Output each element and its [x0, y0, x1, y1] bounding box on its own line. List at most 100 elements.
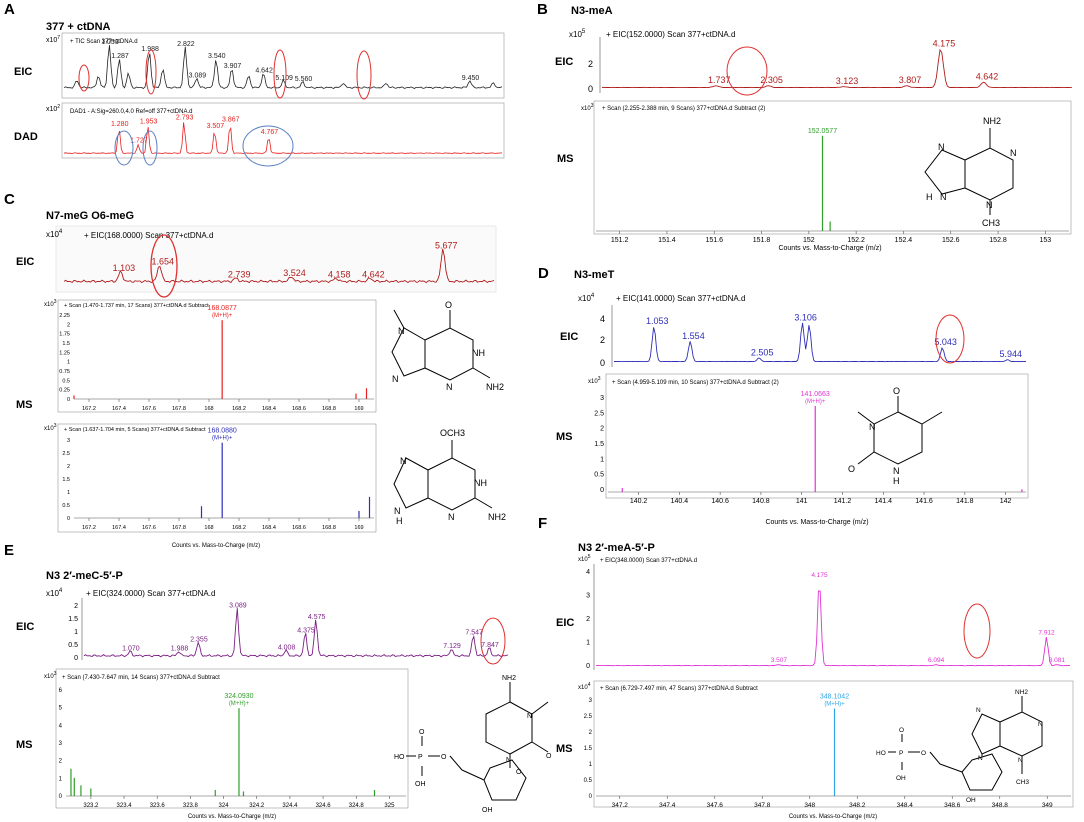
x-tick-label: 167.6	[142, 406, 156, 412]
panel-c-eic-header: + EIC(168.0000) Scan 377+ctDNA.d	[84, 231, 213, 240]
x-tick-label: 141.2	[834, 498, 852, 505]
svg-text:O: O	[921, 750, 926, 757]
x-tick-label: 140.6	[711, 498, 729, 505]
y-tick-label: 0	[74, 655, 78, 662]
peak-label: 7.912	[1038, 629, 1055, 636]
panel-b-ms-header: + Scan (2.255-2.388 min, 9 Scans) 377+ct…	[602, 106, 765, 112]
panel-letter-d: D	[538, 265, 549, 282]
peak-label: 3.867	[222, 117, 240, 124]
peak-label: 3.507	[207, 123, 225, 130]
y-tick-label: 0.25	[59, 388, 70, 394]
panel-f: F N3 2′-meA-5′-P x105 + EIC(348.0000) Sc…	[538, 515, 1074, 820]
panel-d-eic-yticks: 4 2 0	[600, 314, 605, 368]
svg-text:2: 2	[600, 335, 605, 345]
peak-label: 1.727	[130, 138, 148, 145]
highlight-circle	[78, 64, 90, 92]
panel-c-title: N7-meG O6-meG	[46, 210, 134, 222]
x-tick-label: 152.2	[847, 237, 865, 244]
highlight-circle	[356, 50, 372, 100]
peak-label: 3.807	[899, 75, 922, 85]
svg-text:P: P	[899, 750, 903, 757]
peak-label: 1.737	[708, 75, 731, 85]
peak-label: 1.953	[140, 119, 158, 126]
x-tick-label: 140.4	[671, 498, 689, 505]
peak-label: 1.654	[151, 257, 174, 267]
panel-b-ms-label: MS	[557, 153, 574, 165]
x-tick-label: 169	[354, 406, 363, 412]
x-tick-label: 168.2	[232, 406, 246, 412]
panel-b-ms-xlabel: Counts vs. Mass-to-Charge (m/z)	[778, 245, 881, 252]
panel-f-ms-header: + Scan (6.729-7.497 min, 47 Scans) 377+c…	[600, 686, 758, 692]
x-tick-label: 168.6	[292, 406, 306, 412]
peak-label: 3.089	[229, 603, 247, 610]
x-tick-label: 168.8	[322, 525, 336, 531]
y-tick-label: 1.5	[62, 341, 70, 347]
peak-label: 7.547	[465, 630, 483, 637]
x-tick-label: 348.4	[897, 802, 914, 809]
x-tick-label: 168.2	[232, 525, 246, 531]
x-tick-label: 324	[219, 803, 230, 809]
ms-peak-label: 152.0577	[808, 128, 837, 135]
panel-b-eic-label: EIC	[555, 56, 573, 68]
svg-text:N: N	[976, 707, 981, 714]
x-tick-label: 347.8	[754, 802, 771, 809]
peak-label: 7.847	[481, 642, 499, 649]
panel-a-dad-mult: x102	[46, 104, 60, 113]
highlight-circle	[145, 49, 157, 95]
series-line-a-eic	[63, 45, 503, 89]
series-line-f-eic	[595, 590, 1071, 667]
peak-label: 2.355	[190, 636, 208, 643]
x-tick-label: 324.4	[282, 803, 298, 809]
svg-text:OCH3: OCH3	[440, 428, 465, 438]
panel-c-eic-label: EIC	[16, 256, 34, 268]
ms-ion-label: (M+H)+	[212, 313, 233, 319]
peak-label: 5.560	[295, 76, 313, 83]
panel-f-eic-header: + EIC(348.0000) Scan 377+ctDNA.d	[600, 558, 697, 564]
series-line-b-eic	[601, 48, 1073, 89]
x-tick-label: 141.8	[956, 498, 974, 505]
x-tick-label: 151.4	[658, 237, 676, 244]
panel-c-eic-mult: x104	[46, 229, 63, 239]
x-tick-label: 347.6	[707, 802, 724, 809]
svg-text:O: O	[445, 300, 452, 310]
peak-label: 1.988	[171, 645, 189, 652]
x-tick-label: 140.8	[752, 498, 770, 505]
peak-label: 3.540	[208, 53, 226, 60]
peak-label: 2.793	[176, 115, 194, 122]
bars-b-ms: 152.0577	[808, 128, 837, 231]
x-tick-label: 323.4	[117, 803, 133, 809]
x-tick-label: 167.8	[172, 525, 186, 531]
bars-d-ms: 141.0663(M+H)+	[621, 391, 1023, 492]
x-tick-label: 324.8	[349, 803, 365, 809]
structure-n7-meg	[391, 309, 491, 381]
panel-f-title: N3 2′-meA-5′-P	[578, 542, 655, 554]
ms-ion-label: (M+H)+	[212, 436, 233, 442]
x-tick-label: 151.2	[611, 237, 629, 244]
y-tick-label: 2	[600, 426, 604, 433]
peak-label: 5.677	[435, 240, 458, 250]
y-tick-label: 1.5	[62, 477, 70, 483]
x-tick-label: 348.8	[992, 802, 1009, 809]
panel-f-eic-label: EIC	[556, 617, 574, 629]
x-tick-label: 141.4	[875, 498, 893, 505]
highlight-circle	[273, 49, 287, 99]
svg-text:HO: HO	[394, 754, 405, 761]
y-tick-label: 2	[67, 322, 70, 328]
x-tick-label: 167.8	[172, 406, 186, 412]
svg-text:NH2: NH2	[983, 116, 1001, 126]
peak-label: 1.070	[122, 645, 140, 652]
y-tick-label: 1	[59, 776, 63, 782]
panel-d-ms-frame	[605, 373, 1029, 499]
panel-b-title: N3-meA	[571, 5, 613, 17]
peak-label: 1.554	[682, 331, 705, 341]
y-tick-label: 3	[589, 698, 593, 704]
peak-label: 1.053	[646, 316, 669, 326]
panel-e-eic-mult: x104	[46, 588, 63, 598]
x-tick-label: 323.8	[183, 803, 199, 809]
y-tick-label: 0	[589, 794, 593, 800]
panel-a-dad-label: DAD	[14, 131, 38, 143]
panel-d: D N3-meT x104 + EIC(141.0000) Scan 377+c…	[538, 265, 1029, 526]
